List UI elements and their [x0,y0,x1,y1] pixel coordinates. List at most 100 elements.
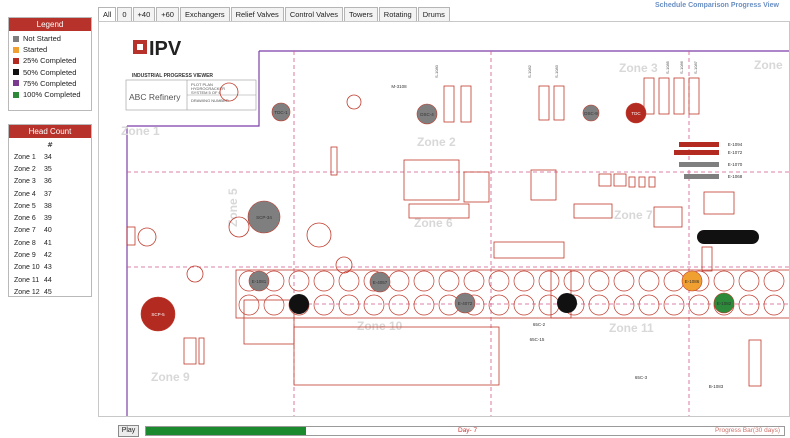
legend-item: 50% Completed [9,67,91,78]
equipment-tag: E-1070 [728,162,743,167]
equipment-tag: TDC-1 [274,110,288,115]
exchanger-shell [488,294,510,316]
equipment-tag: S-1082 [527,64,532,78]
equipment-status-marker [674,150,719,155]
exchanger-shell [638,294,660,316]
headcount-value: 42 [44,252,52,260]
drum-vessel [697,230,759,244]
exchanger-shell [638,270,660,292]
headcount-zone: Zone 6 [14,215,36,223]
equipment-tag: E-4072 [458,301,473,306]
equipment-status-marker [416,103,438,125]
progress-bar-label: Progress Bar(30 days) [714,427,780,434]
equipment-status-marker [140,296,176,332]
legend-swatch [13,69,19,76]
tab-exchangers[interactable]: Exchangers [179,7,230,22]
equipment-b-1083[interactable]: B-1083 [709,384,724,389]
tab-control-valves[interactable]: Control Valves [284,7,344,22]
tab-40[interactable]: +40 [132,7,156,22]
equipment-tag: E-1068 [728,174,743,179]
equipment-tag: E-1072 [728,150,743,155]
exchanger-shell [513,270,535,292]
plot-linework [126,77,789,387]
headcount-value: 44 [44,276,52,284]
zone-label: Zone 1 [121,124,160,138]
exchanger-shell [613,270,635,292]
equipment-e-1072[interactable]: E-1072 [674,150,743,155]
equipment-tag: S-1085 [665,60,670,74]
equipment-scp-34[interactable]: SCP-34 [247,200,281,234]
play-button[interactable]: Play [118,425,139,437]
zone-label: Zone 7 [614,208,653,222]
equipment-e-1086[interactable]: E-1086 [681,270,703,292]
tab-60[interactable]: +60 [156,7,179,22]
equipment-e-4072[interactable]: E-4072 [454,292,476,314]
equipment-e-1081[interactable]: E-1081 [248,270,270,292]
tab-drums[interactable]: Drums [417,7,450,22]
tab-relief-valves[interactable]: Relief Valves [230,7,284,22]
zone-label-partial: Zone [754,58,783,72]
zone-label: Zone 6 [414,216,453,230]
plot-plan-unit: HYDROCRACKER [191,86,225,91]
legend-item: 75% Completed [9,78,91,89]
equipment-e-1094[interactable]: E-1094 [679,142,743,147]
legend-item: Not Started [9,33,91,44]
equipment-tag: DSC-9 [584,111,598,116]
equipment-status-marker [679,142,719,147]
legend-label: 100% Completed [23,90,81,100]
equipment-tag: 65C-2 [533,322,546,327]
exchanger-shell [338,294,360,316]
equipment-65c-3[interactable]: 65C-3 [635,375,648,380]
plot-plan-system: SYSTEM 5 OF 6 [191,90,222,95]
equipment-e-4057[interactable]: E-4057 [369,271,391,293]
equipment-status-marker [247,200,281,234]
zone-label: Zone 2 [417,135,456,149]
tab-0[interactable]: 0 [117,7,132,22]
equipment-65c-15[interactable]: 65C-15 [530,337,545,342]
exchanger-shell [313,270,335,292]
headcount-value: 35 [44,165,52,173]
equipment-dsc-9[interactable]: DSC-9 [582,104,600,122]
exchanger-shell [538,294,560,316]
exchanger-shell [288,270,310,292]
equipment-e-1082[interactable]: E-1082 [713,292,735,314]
tab-rotating[interactable]: Rotating [378,7,417,22]
plot-plan-viewer[interactable]: Zone 1 Zone 2 Zone 3 Zone 5 Zone 6 Zone … [98,21,790,417]
zone-label: Zone 11 [609,321,654,335]
drum-vessel [289,294,309,314]
equipment-e-1070[interactable]: E-1070 [679,162,743,167]
schedule-comparison-link[interactable]: Schedule Comparison Progress View [655,2,779,9]
equipment-tag: S-1083 [554,64,559,78]
progress-bar[interactable]: Day- 7 Progress Bar(30 days) [145,426,785,436]
equipment-tdc[interactable]: TDC [625,102,647,124]
exchanger-shell [488,270,510,292]
equipment-scp-5[interactable]: SCP-5 [140,296,176,332]
exchanger-shell [613,294,635,316]
equipment-tdc-1[interactable]: TDC-1 [271,102,291,122]
equipment-e-1068[interactable]: E-1068 [684,174,743,179]
headcount-zone: Zone 3 [14,178,36,186]
tab-all[interactable]: All [98,7,117,22]
equipment-m-3108[interactable]: M-3108 [391,84,407,89]
equipment-status-marker [684,174,719,179]
headcount-column-header: # [47,141,53,149]
exchanger-shell [763,294,785,316]
tab-towers[interactable]: Towers [344,7,378,22]
equipment-status-marker [625,102,647,124]
equipment-dsc-4[interactable]: DSC-4 [416,103,438,125]
headcount-zone: Zone 11 [14,276,40,284]
equipment-65c-2[interactable]: 65C-2 [533,322,546,327]
equipment-tag: B-1083 [709,384,724,389]
headcount-value: 41 [44,239,52,247]
headcount-value: 38 [44,202,52,210]
equipment-tag: 65C-15 [530,337,545,342]
equipment-tag: SCP-5 [151,312,165,317]
